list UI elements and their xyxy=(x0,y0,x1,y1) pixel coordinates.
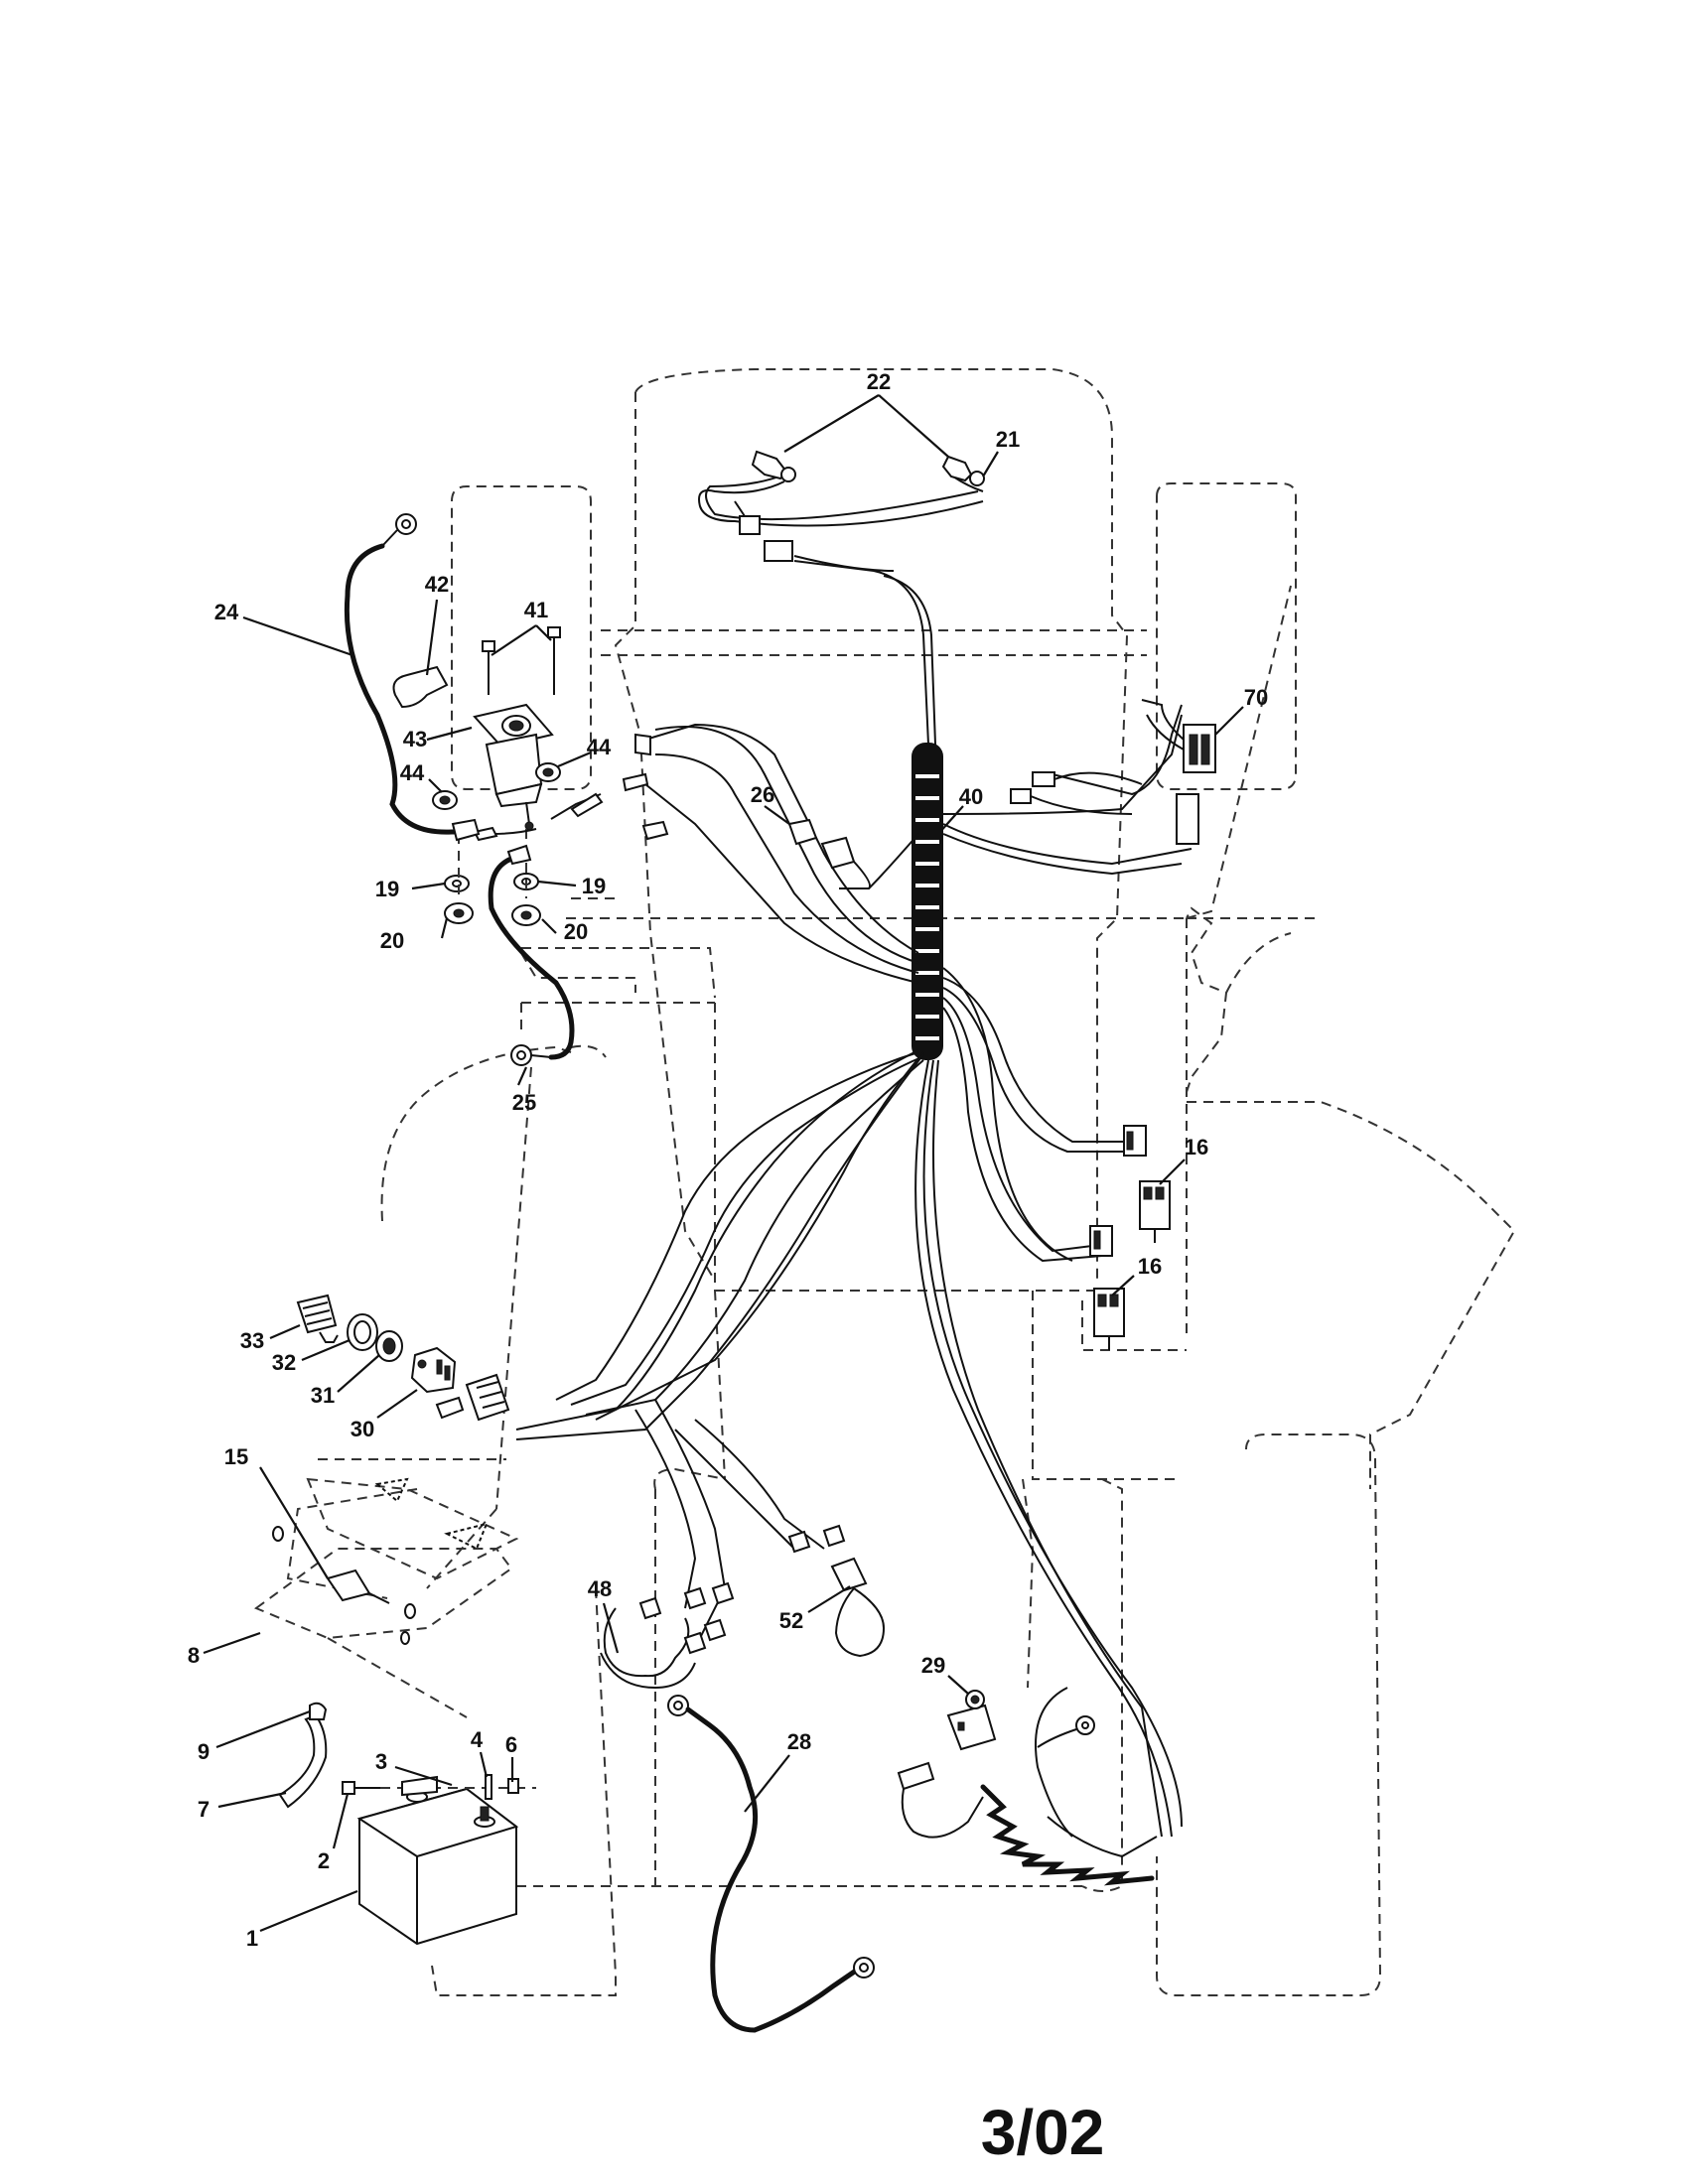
callout-29: 29 xyxy=(921,1653,945,1678)
callout-48: 48 xyxy=(588,1576,612,1601)
callout-33: 33 xyxy=(240,1328,264,1353)
callout-20-right: 20 xyxy=(564,919,588,944)
callout-8: 8 xyxy=(188,1643,200,1668)
switch-16-upper xyxy=(1123,1125,1171,1243)
harness-lead-48 xyxy=(600,1581,735,1690)
callout-31: 31 xyxy=(311,1383,335,1408)
callout-1: 1 xyxy=(246,1926,258,1951)
headlight-harness-21 xyxy=(698,474,984,572)
bolt-4 xyxy=(485,1774,492,1800)
callout-20-left: 20 xyxy=(380,928,404,953)
callout-6: 6 xyxy=(505,1732,517,1757)
cover-boot-42 xyxy=(392,665,449,709)
callout-44-left: 44 xyxy=(400,760,425,785)
callout-25: 25 xyxy=(512,1090,536,1115)
callout-52: 52 xyxy=(779,1608,803,1633)
connector-52 xyxy=(787,1524,886,1658)
coiled-cord xyxy=(980,1784,1155,1886)
callout-24: 24 xyxy=(214,600,239,624)
callout-21: 21 xyxy=(996,427,1020,452)
connector-70 xyxy=(1010,699,1216,845)
callout-26: 26 xyxy=(751,782,774,807)
washer-19-left xyxy=(444,875,470,892)
callout-19-left: 19 xyxy=(375,877,399,901)
callout-9: 9 xyxy=(198,1739,210,1764)
ignition-switch-30 xyxy=(410,1346,457,1394)
connector-26 xyxy=(787,818,871,889)
nut-20-right xyxy=(511,904,541,926)
leader-lines xyxy=(203,394,1244,1933)
starter-solenoid-43 xyxy=(473,703,554,831)
harness-connector-plug xyxy=(764,540,793,562)
nut-44-left xyxy=(432,790,458,810)
connector-small-b xyxy=(1010,788,1032,804)
battery-1 xyxy=(356,1787,519,1946)
ignition-plug xyxy=(435,1373,510,1422)
callout-70: 70 xyxy=(1244,685,1268,710)
connector-70-plug xyxy=(1176,793,1199,845)
callout-40: 40 xyxy=(959,784,983,809)
interlock-switch-29 xyxy=(897,1690,997,1839)
vent-cap-9 xyxy=(309,1702,328,1720)
callout-28: 28 xyxy=(787,1729,811,1754)
revision-date-code: 3/02 xyxy=(981,2097,1105,2168)
bracket-15 xyxy=(272,1477,519,1645)
harness-loom-coil xyxy=(912,743,943,1060)
nut-31 xyxy=(375,1330,403,1362)
headlight-bulb-right xyxy=(941,455,973,482)
headlight-bulbs-22 xyxy=(751,450,985,486)
battery-bolt-2 xyxy=(342,1781,380,1795)
callout-30: 30 xyxy=(351,1417,374,1441)
callout-2: 2 xyxy=(318,1848,330,1873)
ground-cable-28 xyxy=(667,1695,875,2033)
callout-3: 3 xyxy=(375,1749,387,1774)
solenoid-screws-41 xyxy=(482,626,561,695)
callout-16-upper: 16 xyxy=(1185,1135,1208,1160)
callout-42: 42 xyxy=(425,572,449,597)
callout-7: 7 xyxy=(198,1797,210,1822)
cable-25 xyxy=(488,844,575,1066)
callout-labels: 22 21 24 42 41 43 44 44 19 19 20 20 25 2… xyxy=(188,369,1268,1951)
callout-43: 43 xyxy=(403,727,427,751)
callout-4: 4 xyxy=(471,1727,484,1752)
headlight-connector xyxy=(739,515,761,535)
callout-32: 32 xyxy=(272,1350,296,1375)
vent-tube-7 xyxy=(278,1713,328,1809)
solenoid-leads xyxy=(473,733,669,842)
bezel-32 xyxy=(347,1313,378,1351)
callout-19-right: 19 xyxy=(582,874,606,898)
battery-strap-3 xyxy=(380,1775,536,1797)
headlight-bulb-left xyxy=(751,450,788,480)
callout-16-lower: 16 xyxy=(1138,1254,1162,1279)
nut-20-left xyxy=(444,902,474,924)
switch-16-lower xyxy=(1089,1225,1125,1350)
callout-15: 15 xyxy=(224,1444,248,1469)
ground-ring-rear xyxy=(1037,1715,1095,1748)
callout-41: 41 xyxy=(524,598,548,622)
callout-22: 22 xyxy=(867,369,891,394)
connector-70-body xyxy=(1183,724,1216,773)
battery-cable-24 xyxy=(344,513,481,842)
callout-44-right: 44 xyxy=(587,735,612,759)
ignition-key-33 xyxy=(296,1294,339,1343)
main-harness-40 xyxy=(515,560,1193,1858)
nut-44-right xyxy=(535,762,561,782)
connector-small-a xyxy=(1032,771,1055,787)
